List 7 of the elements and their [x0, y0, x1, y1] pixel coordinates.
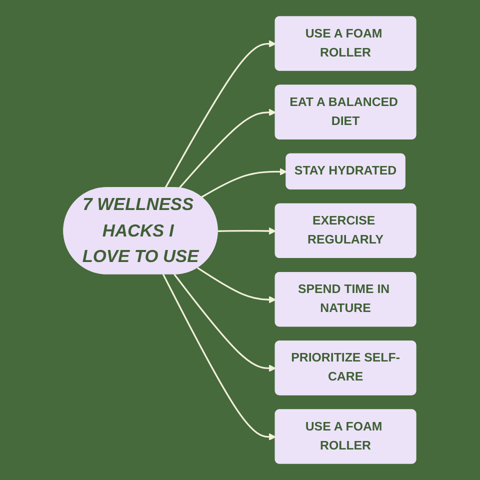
arrow	[218, 227, 276, 235]
arrow	[201, 168, 288, 198]
arrow	[164, 40, 276, 188]
arrow	[174, 274, 276, 372]
arrow	[162, 274, 276, 440]
arrow	[197, 267, 276, 304]
arrow	[178, 108, 276, 189]
